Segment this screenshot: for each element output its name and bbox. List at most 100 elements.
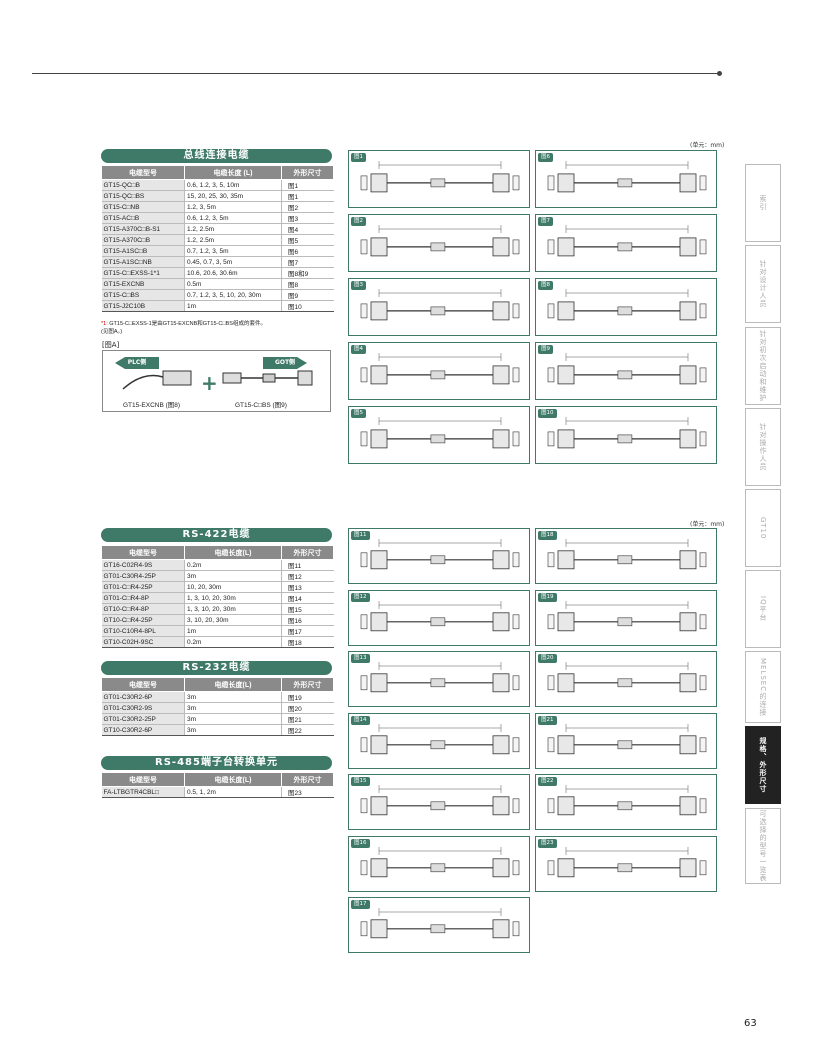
rs422-title: RS-422电缆 — [101, 528, 332, 542]
dimension-panel: 图5 — [348, 406, 530, 464]
dimension-figure: 图18 — [281, 636, 334, 648]
dimension-figure: 图1 — [281, 179, 334, 191]
header-rule-dot — [717, 71, 722, 76]
dimension-panel: 图23 — [535, 835, 717, 892]
cable-length: 0.2m — [184, 559, 282, 571]
rs232-title: RS-232电缆 — [101, 661, 332, 675]
dimension-figure: 图11 — [281, 559, 334, 571]
figure-tag: 图16 — [351, 838, 370, 848]
cable-drawing — [360, 225, 520, 257]
side-tab[interactable]: 可选择的型号一览表 — [745, 808, 781, 884]
figure-tag: 图18 — [538, 531, 557, 540]
dimension-panel: 图10 — [535, 406, 717, 464]
cable-drawing — [360, 161, 520, 193]
dimension-figure: 图15 — [281, 603, 334, 615]
dimension-figure: 图12 — [281, 570, 334, 582]
cable-drawing — [547, 225, 707, 257]
cable-model: GT15-QC□B — [101, 179, 185, 191]
column-header: 外形尺寸 — [281, 165, 334, 180]
figure-tag: 图21 — [538, 715, 557, 725]
dimension-panel: 图15 — [348, 774, 530, 830]
dimension-figure: 图6 — [281, 245, 334, 257]
cable-drawing — [547, 785, 707, 816]
figure-a-caption-1: GT15-EXCNB (图8) — [123, 402, 181, 409]
column-header: 电缆长度 (L) — [184, 165, 282, 180]
cable-length: 0.2m — [184, 636, 282, 648]
figure-tag: 图11 — [351, 531, 370, 540]
figure-tag: 图17 — [351, 900, 370, 909]
column-header: 电缆型号 — [101, 545, 185, 560]
dimension-panel: 图13 — [348, 651, 530, 707]
dimension-panel: 图11 — [348, 528, 530, 584]
cable-model: GT15-QC□BS — [101, 190, 185, 202]
side-tab-label: MELSEC的连接 — [759, 657, 767, 717]
cable-model: GT15-A1SC□NB — [101, 256, 185, 268]
cable-length: 0.6, 1.2, 3, 5, 10m — [184, 179, 282, 191]
units-label-top: (单元：mm) — [690, 142, 725, 149]
dimension-figure: 图9 — [281, 289, 334, 301]
dimension-figure: 图3 — [281, 212, 334, 224]
cable-model: GT15-C□EXSS-1*1 — [101, 267, 185, 279]
cable-model: GT10-C□R4-25P — [101, 614, 185, 626]
column-header: 外形尺寸 — [281, 545, 334, 560]
dimension-figure: 图23 — [281, 786, 334, 798]
cable-drawing — [360, 353, 520, 385]
cable-drawing — [360, 908, 520, 939]
column-header: 电缆型号 — [101, 677, 185, 692]
side-tab[interactable]: 针对操作人员 — [745, 408, 781, 486]
figure-a-caption-2: GT15-C□BS (图9) — [235, 402, 287, 409]
dimension-figure: 图5 — [281, 234, 334, 246]
side-tab[interactable]: IQ平台 — [745, 570, 781, 648]
cable-length: 3m — [184, 702, 282, 714]
cable-length: 15, 20, 25, 30, 35m — [184, 190, 282, 202]
dimension-figure: 图7 — [281, 256, 334, 268]
side-tab[interactable]: MELSEC的连接 — [745, 651, 781, 723]
cable-drawing — [547, 353, 707, 385]
dimension-figure: 图1 — [281, 190, 334, 202]
side-tab[interactable]: 针对初次启动和维护 — [745, 327, 781, 405]
cable-model: GT10-C□R4-8P — [101, 603, 185, 615]
figure-tag: 图7 — [538, 217, 553, 226]
cable-length: 1.2, 2.5m — [184, 223, 282, 235]
bus-cable-title: 总线连接电缆 — [101, 149, 332, 163]
cable-drawing — [547, 539, 707, 570]
cable-model: GT15-EXCNB — [101, 278, 185, 290]
figure-tag: 图5 — [351, 409, 366, 418]
cable-model: GT15-C□NB — [101, 201, 185, 213]
side-tab[interactable]: 规格、外形尺寸 — [745, 726, 781, 804]
cable-length: 0.6, 1.2, 3, 5m — [184, 212, 282, 224]
cable-drawing — [547, 600, 707, 631]
dimension-figure: 图8和9 — [281, 267, 334, 279]
cable-length: 3m — [184, 691, 282, 703]
column-header: 电缆型号 — [101, 772, 185, 787]
side-tab[interactable]: GT10 — [745, 489, 781, 567]
column-header: 电缆型号 — [101, 165, 185, 180]
side-tab[interactable]: 索引 — [745, 164, 781, 242]
cable-model: GT15-AC□B — [101, 212, 185, 224]
side-tab[interactable]: 针对设计人员 — [745, 245, 781, 323]
dimension-figure: 图16 — [281, 614, 334, 626]
dimension-figure: 图21 — [281, 713, 334, 725]
dimension-figure: 图14 — [281, 592, 334, 604]
cable-model: GT01-C□R4-25P — [101, 581, 185, 593]
cable-model: GT01-C30R2-9S — [101, 702, 185, 714]
dimension-panel: 图8 — [535, 278, 717, 336]
rs485-title: RS-485端子台转换单元 — [101, 756, 332, 770]
figure-tag: 图10 — [538, 409, 557, 418]
side-tab-label: 针对初次启动和维护 — [759, 330, 767, 402]
cable-model: GT10-C02H-9SC — [101, 636, 185, 648]
figure-tag: 图4 — [351, 345, 366, 354]
cable-drawing — [547, 846, 707, 877]
figure-tag: 图13 — [351, 654, 370, 663]
column-header: 外形尺寸 — [281, 677, 334, 692]
